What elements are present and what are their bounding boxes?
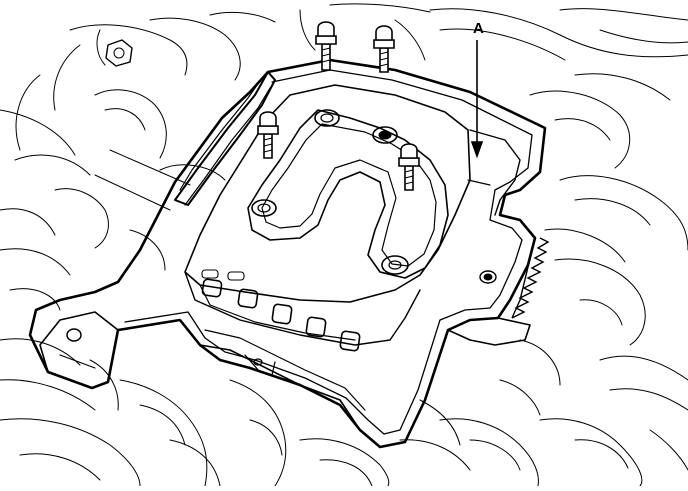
mounting-bolt-3 — [257, 111, 279, 159]
tray-serrated-edge — [511, 237, 550, 319]
battery-tray — [28, 58, 547, 449]
lower-lip-hole — [253, 358, 263, 366]
bolt-hole-5 — [479, 270, 497, 284]
bolt-hole-1 — [314, 109, 340, 127]
callout-label: A — [473, 20, 484, 37]
mounting-bolt-2 — [373, 25, 395, 73]
mounting-bolt-1 — [315, 21, 337, 71]
tray-slot — [339, 330, 361, 352]
tray-slot — [201, 278, 223, 298]
mounting-bolt-4 — [398, 143, 420, 191]
tray-slots — [201, 269, 361, 352]
tray-slot-upper — [227, 271, 245, 281]
callout-arrow — [470, 40, 484, 159]
bolt-hole-2 — [372, 126, 398, 144]
tray-slot — [305, 316, 327, 338]
tray-slot — [237, 288, 259, 309]
bolt-hole-4 — [381, 255, 409, 275]
tray-slot-upper — [201, 269, 219, 279]
mounting-bolt — [257, 21, 420, 191]
flange-hole — [66, 328, 82, 342]
bolt-hole — [66, 109, 497, 366]
bolt-hole-3 — [251, 199, 277, 217]
tray-slot — [271, 303, 293, 325]
engine-bay-background — [0, 3, 688, 487]
